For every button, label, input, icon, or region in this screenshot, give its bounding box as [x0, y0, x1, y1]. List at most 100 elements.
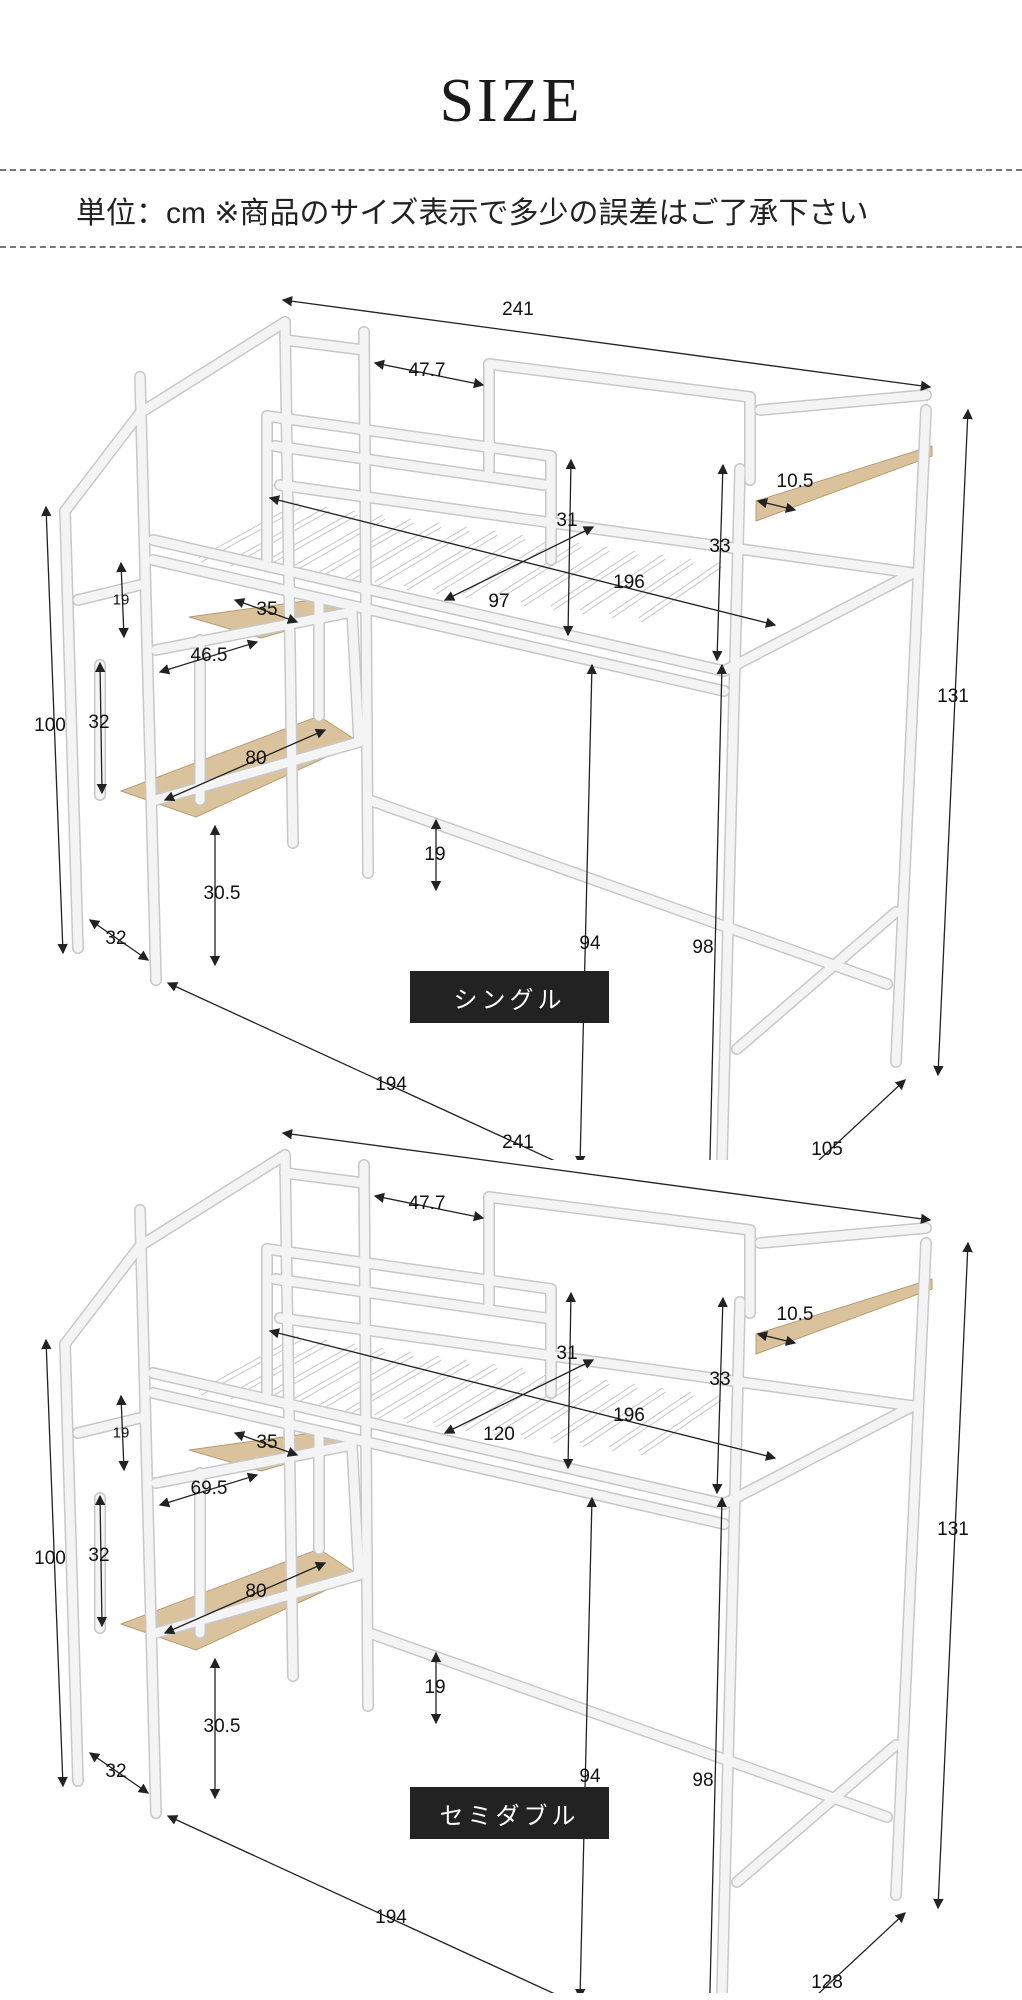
frame-tube — [719, 1401, 918, 1509]
bed-illustration — [41, 1129, 973, 1993]
dimension-guard-height: 31 — [556, 1343, 578, 1364]
dimension-line — [233, 1431, 299, 1457]
dimension-line — [94, 1494, 108, 1628]
slat — [638, 563, 722, 622]
dimension-line — [373, 1192, 485, 1222]
dimension-shelf-depth: 10.5 — [776, 1304, 814, 1325]
dimension-line — [712, 1296, 728, 1495]
frame-tube — [347, 1440, 364, 1580]
dimension-frame-height: 33 — [709, 536, 731, 557]
dimension-line — [281, 296, 932, 391]
dimension-step-width: 35 — [256, 599, 278, 620]
frame-tube — [270, 441, 550, 490]
frame-tube — [367, 796, 892, 989]
dimension-total-height: 131 — [937, 686, 969, 707]
dimension-line — [443, 1359, 595, 1434]
dimension-line — [233, 598, 299, 624]
dimension-line — [575, 1496, 597, 1993]
dimension-line — [443, 526, 595, 601]
dimension-line — [756, 498, 797, 513]
dimension-frame-length: 194 — [375, 1907, 407, 1928]
frame-tube — [135, 317, 290, 418]
dimension-line — [158, 639, 259, 675]
frame-tube — [280, 1168, 369, 1188]
frame-tube — [484, 1192, 755, 1235]
dimension-line — [756, 1331, 797, 1346]
variant-label-single: シングル — [410, 971, 609, 1023]
dimension-total-length: 241 — [502, 299, 534, 320]
dimension-line — [281, 1129, 932, 1224]
frame-tube — [135, 1205, 161, 1818]
dimension-mattress-length: 196 — [613, 572, 645, 593]
dimension-bottom-clearance: 19 — [424, 1677, 446, 1698]
dimension-shelf-floor: 30.5 — [203, 1716, 241, 1737]
dimension-line — [94, 661, 108, 795]
dimension-line — [88, 1752, 150, 1794]
dimension-line — [158, 1472, 259, 1508]
dimension-guard-height: 31 — [556, 510, 578, 531]
frame-tube — [73, 580, 145, 605]
dimension-step-gap: 19 — [112, 591, 130, 609]
dimension-step-width: 35 — [256, 1432, 278, 1453]
frame-tube — [755, 390, 931, 415]
divider — [0, 169, 1022, 171]
frame-tube — [367, 1629, 892, 1822]
dimension-stair-depth: 32 — [105, 1761, 127, 1782]
dimension-line — [41, 505, 68, 955]
frame-tube — [270, 1274, 550, 1323]
dimension-desk-width: 69.5 — [190, 1478, 228, 1499]
frame-tube — [732, 1740, 901, 1887]
frame-tube — [135, 372, 161, 985]
dimension-shelf-depth: 10.5 — [776, 471, 814, 492]
dimension-frame-length: 194 — [375, 1074, 407, 1095]
dimension-desk-length: 80 — [245, 1581, 267, 1602]
dimension-line — [163, 1561, 327, 1635]
frame-tube — [732, 907, 901, 1054]
bed-illustration — [41, 296, 973, 1160]
dimension-stair-depth: 32 — [105, 928, 127, 949]
dimension-line — [729, 1079, 906, 1160]
dimension-guard-gap: 47.7 — [408, 360, 446, 381]
dimension-bed-height: 98 — [692, 1770, 714, 1791]
dimension-line — [575, 663, 597, 1160]
frame-tube — [891, 405, 931, 1067]
frame-tube — [148, 535, 729, 676]
dimension-mattress-length: 196 — [613, 1405, 645, 1426]
frame-tube — [719, 568, 918, 676]
frame-tube — [135, 1150, 290, 1251]
dimension-shelf-floor: 30.5 — [203, 883, 241, 904]
dimension-total-length: 241 — [502, 1132, 534, 1153]
dimension-line — [933, 408, 973, 1077]
dimension-mattress-width: 97 — [488, 591, 510, 612]
frame-tube — [148, 1368, 729, 1509]
frame-tube — [359, 1160, 373, 1711]
frame-tube — [60, 408, 145, 516]
dimension-line — [41, 1338, 68, 1788]
dimension-line — [163, 728, 327, 802]
variant-label-semi-double: セミダブル — [410, 1787, 609, 1839]
dimension-under-height: 94 — [579, 933, 601, 954]
dimension-bed-height: 98 — [692, 937, 714, 958]
dimension-line — [712, 463, 728, 662]
frame-tube — [484, 359, 755, 402]
dimension-line — [729, 1912, 906, 1993]
slat — [638, 1396, 722, 1455]
dimension-line — [88, 919, 150, 961]
dimension-stair-height: 100 — [34, 1548, 66, 1569]
unit-note: 単位：cm ※商品のサイズ表示で多少の誤差はご了承下さい — [76, 197, 869, 230]
dimension-shelf-gap: 32 — [88, 712, 110, 733]
dimension-bottom-clearance: 19 — [424, 844, 446, 865]
dimension-line — [166, 1815, 707, 1993]
dimension-desk-length: 80 — [245, 748, 267, 769]
page-title: SIZE — [439, 67, 583, 135]
dimension-line — [166, 982, 707, 1160]
dimension-shelf-gap: 32 — [88, 1545, 110, 1566]
dimension-frame-height: 33 — [709, 1369, 731, 1390]
dimension-total-height: 131 — [937, 1519, 969, 1540]
frame-tube — [60, 1241, 145, 1349]
frame-tube — [73, 1413, 145, 1438]
dimension-line — [373, 359, 485, 389]
